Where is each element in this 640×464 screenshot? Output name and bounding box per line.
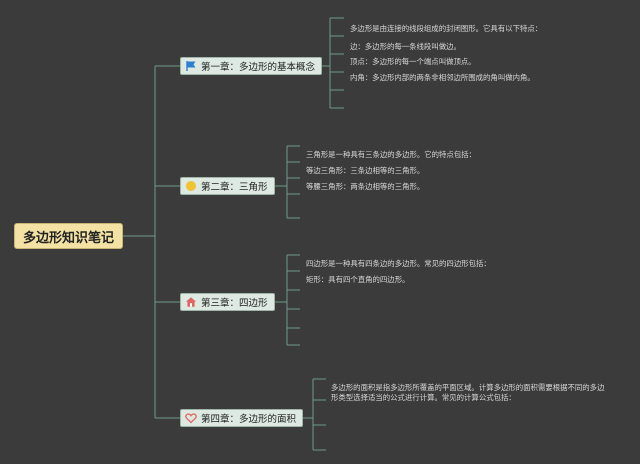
chapter-topic-3-label: 第三章：四边形 — [201, 298, 268, 309]
note-1-2: 边：多边形的每一条线段叫做边。 — [350, 42, 461, 51]
note-1-3: 顶点：多边形的每一个端点叫做顶点。 — [350, 57, 476, 66]
note-2-2: 等边三角形：三条边相等的三角形。 — [306, 166, 425, 175]
note-3-1: 四边形是一种具有四条边的多边形。常见的四边形包括： — [306, 259, 491, 268]
heart-icon — [185, 412, 197, 424]
note-3-2: 矩形：具有四个直角的四边形。 — [306, 275, 410, 284]
home-icon — [185, 296, 197, 308]
root-topic-label: 多边形知识笔记 — [22, 230, 114, 246]
chapter-topic-2-label: 第二章：三角形 — [201, 182, 268, 193]
note-2-3: 等腰三角形：两条边相等的三角形。 — [306, 182, 425, 191]
star-icon — [185, 180, 197, 192]
chapter-topic-1[interactable]: 第一章：多边形的基本概念 — [180, 57, 323, 75]
flag-icon — [185, 60, 197, 72]
note-1-1: 多边形是由连接的线段组成的封闭图形。它具有以下特点： — [350, 24, 543, 33]
note-1-4: 内角：多边形内部的两条非相邻边所围成的角叫做内角。 — [350, 73, 535, 82]
chapter-topic-3[interactable]: 第三章：四边形 — [180, 293, 275, 311]
note-4-1: 多边形的面积是指多边形所覆盖的平面区域。计算多边形的面积需要根据不同的多边形类型… — [331, 383, 605, 402]
note-2-1: 三角形是一种具有三条边的多边形。它的特点包括： — [306, 150, 476, 159]
chapter-topic-4[interactable]: 第四章：多边形的面积 — [180, 409, 304, 427]
chapter-topic-1-label: 第一章：多边形的基本概念 — [201, 62, 316, 73]
chapter-topic-2[interactable]: 第二章：三角形 — [180, 177, 275, 195]
root-topic[interactable]: 多边形知识笔记 — [14, 223, 123, 249]
chapter-topic-4-label: 第四章：多边形的面积 — [201, 414, 297, 425]
